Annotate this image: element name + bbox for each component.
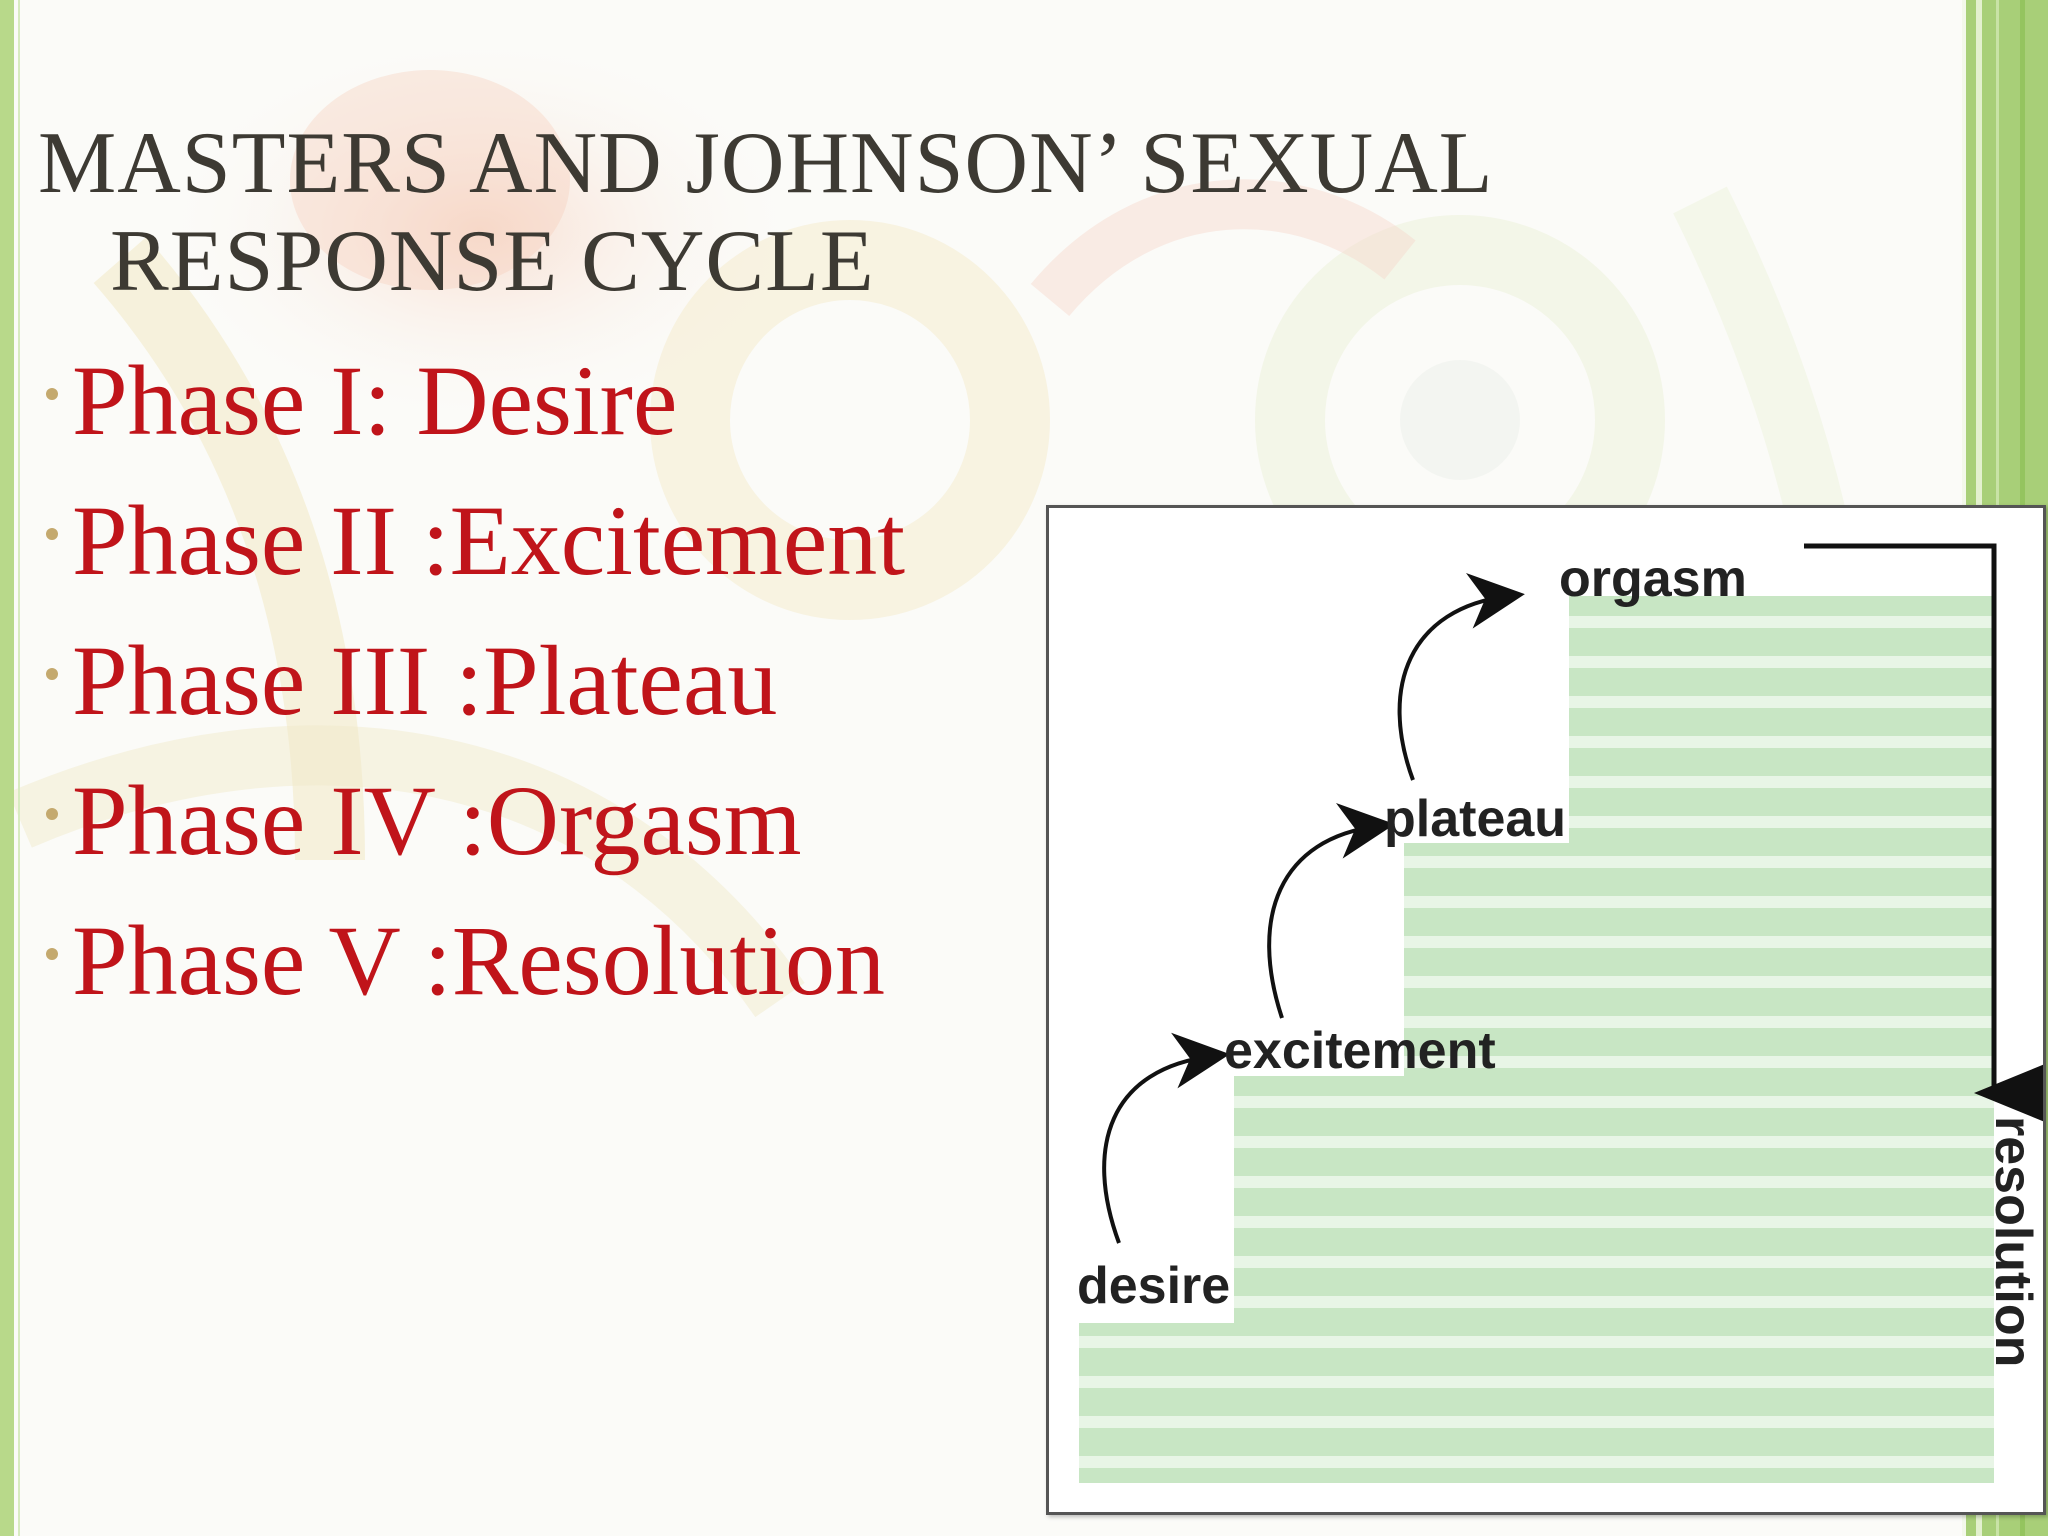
bullet-icon: [46, 528, 58, 540]
phase-label: Phase I: Desire: [72, 344, 678, 456]
phase-label: Phase V :Resolution: [72, 904, 886, 1016]
staircase-diagram: desire excitement plateau orgasm resolut…: [1077, 543, 2043, 1483]
phase-label: Phase II :Excitement: [72, 484, 906, 596]
staircase-steps: [1079, 596, 1994, 1483]
step-label-plateau: plateau: [1384, 790, 1566, 848]
bullet-icon: [46, 388, 58, 400]
phase-item-4: Phase IV :Orgasm: [46, 750, 905, 890]
phase-item-3: Phase III :Plateau: [46, 610, 905, 750]
phase-item-5: Phase V :Resolution: [46, 890, 905, 1030]
left-border: [0, 0, 14, 1536]
title-line-2: RESPONSE CYCLE: [110, 213, 875, 310]
resolution-arrow: [1804, 543, 2043, 1138]
arrow-excitement-to-plateau: [1267, 802, 1395, 1019]
phase-item-2: Phase II :Excitement: [46, 470, 905, 610]
phase-label: Phase III :Plateau: [72, 624, 778, 736]
left-border-line: [18, 0, 20, 1536]
step-label-orgasm: orgasm: [1559, 550, 1747, 608]
title-line-1: MASTERS AND JOHNSON’ SEXUAL: [38, 115, 1494, 212]
phase-item-1: Phase I: Desire: [46, 330, 905, 470]
slide-title: MASTERS AND JOHNSON’ SEXUAL RESPONSE CYC…: [38, 115, 1638, 311]
resolution-label: resolution: [1984, 1116, 2042, 1367]
response-cycle-diagram: desire excitement plateau orgasm resolut…: [1046, 505, 2046, 1515]
step-label-excitement: excitement: [1224, 1022, 1496, 1080]
arrow-plateau-to-orgasm: [1397, 572, 1525, 781]
arrow-desire-to-excitement: [1102, 1032, 1230, 1244]
bullet-icon: [46, 948, 58, 960]
bullet-icon: [46, 668, 58, 680]
phase-list: Phase I: Desire Phase II :Excitement Pha…: [46, 330, 905, 1030]
phase-label: Phase IV :Orgasm: [72, 764, 802, 876]
step-label-desire: desire: [1077, 1257, 1230, 1315]
bullet-icon: [46, 808, 58, 820]
